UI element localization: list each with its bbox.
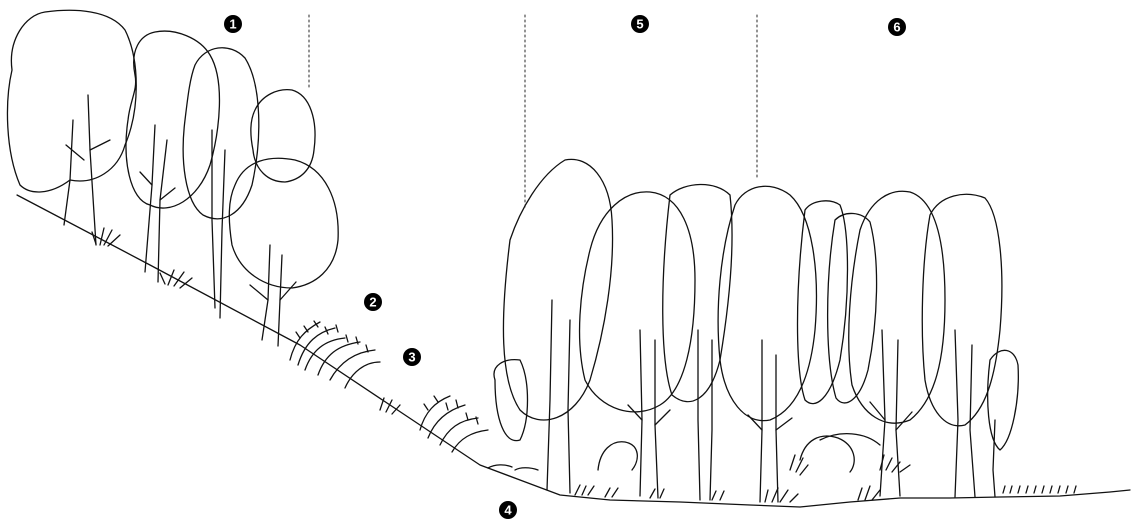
zone-marker-label: 3	[408, 350, 415, 365]
ground-profile	[17, 195, 1130, 507]
tree-trunk	[64, 120, 73, 225]
ground-plants	[575, 455, 1076, 502]
tree-crown	[503, 159, 612, 420]
zone-marker-6: 6	[888, 18, 906, 36]
zone-marker-label: 1	[229, 17, 236, 32]
tree-branch	[748, 415, 792, 430]
tree-trunk	[993, 420, 995, 497]
tree-trunk	[145, 125, 155, 272]
zone-boundaries	[309, 15, 757, 208]
slope-forest	[7, 10, 338, 346]
zone-marker-4: 4	[499, 501, 517, 519]
tree-trunk	[955, 330, 958, 497]
tree-crown	[922, 194, 1002, 425]
zone-marker-label: 2	[369, 295, 376, 310]
zone-marker-label: 6	[893, 20, 900, 35]
zone-marker-2: 2	[364, 293, 382, 311]
tree-branch	[66, 140, 110, 160]
tree-crown	[828, 213, 877, 403]
tree-crown	[798, 201, 848, 404]
tree-crown	[494, 360, 527, 441]
tree-trunk	[710, 340, 712, 500]
tree-trunk	[158, 140, 167, 282]
tree-crown	[126, 31, 219, 208]
zone-marker-5: 5	[631, 15, 649, 33]
tree-crown	[988, 350, 1019, 450]
tree-trunk	[568, 320, 570, 493]
tree-crown	[7, 10, 136, 192]
tree-crown	[229, 158, 338, 288]
fern-cluster	[290, 321, 538, 470]
tree-trunk	[698, 330, 700, 500]
tree-trunk	[88, 95, 96, 245]
tree-crown	[580, 192, 695, 412]
zone-marker-1: 1	[224, 15, 242, 33]
tree-trunk	[896, 340, 900, 496]
zone-marker-label: 4	[504, 503, 512, 518]
tree-trunk	[220, 150, 225, 318]
zone-marker-3: 3	[403, 348, 421, 366]
valley-forest	[494, 159, 1076, 502]
tree-branch	[140, 172, 175, 200]
tree-trunk	[970, 345, 975, 497]
tree-crown	[251, 90, 315, 182]
zone-marker-label: 5	[636, 17, 643, 32]
tree-trunk	[547, 300, 552, 490]
tree-branch	[628, 405, 670, 425]
tree-trunk	[640, 330, 642, 496]
tree-trunk	[655, 340, 658, 498]
tree-branch	[870, 402, 912, 430]
tree-trunk	[880, 330, 885, 496]
